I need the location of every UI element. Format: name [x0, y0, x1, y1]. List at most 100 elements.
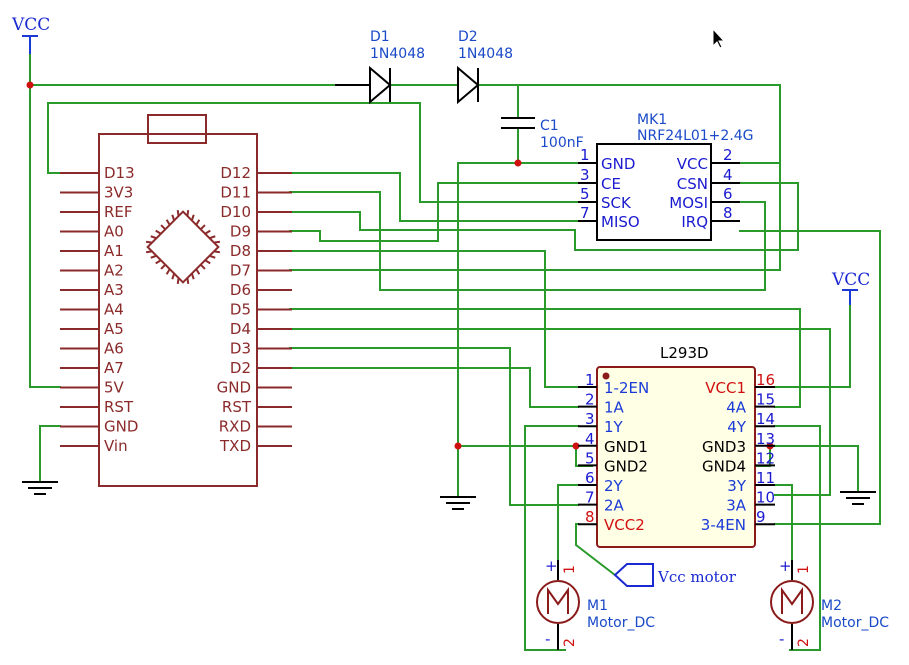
capacitor-c1: C1 100nF	[501, 117, 584, 151]
chip-pins	[145, 209, 221, 285]
l293d-pin-name-vcc1: VCC1	[705, 379, 746, 397]
mk1-pin-name-gnd: GND	[601, 155, 635, 173]
chip-pin	[213, 240, 221, 244]
arduino-pin-label-d3: D3	[230, 340, 251, 358]
l293d-pin-name-vcc2: VCC2	[604, 516, 645, 534]
arduino-pin-label-a4: A4	[104, 301, 124, 319]
d2-ref: D2	[458, 29, 478, 45]
d2-value: 1N4048	[458, 46, 513, 62]
l293d-pin-number: 12	[756, 449, 775, 467]
l293d-pin-name-gnd2: GND2	[604, 457, 648, 475]
vcc-motor-global-label: Vcc motor	[613, 563, 737, 587]
l293d-pin-name-gnd3: GND3	[702, 438, 746, 456]
l293d-pin-number: 11	[756, 469, 775, 487]
arduino-pin-label-a5: A5	[104, 320, 124, 338]
l293d-pin-number: 13	[756, 430, 775, 448]
d1-value: 1N4048	[370, 46, 425, 62]
chip-pin	[176, 209, 180, 217]
c1-ref: C1	[540, 118, 559, 134]
m1-ref: M1	[587, 598, 608, 614]
vcc-motor-label: Vcc motor	[657, 568, 737, 586]
arduino-pin-label-vin: Vin	[104, 437, 128, 455]
mk1-pin-number: 3	[580, 166, 590, 184]
mk1-ref: MK1	[637, 112, 667, 128]
ground-symbol-center	[440, 496, 476, 510]
mk1-pin-name-mosi: MOSI	[669, 194, 708, 212]
mk1-pin-name-irq: IRQ	[681, 213, 708, 231]
l293d-pin-name-2a: 2A	[604, 497, 625, 515]
mouse-cursor-icon	[712, 27, 726, 49]
arduino-pin-label-txd: TXD	[219, 437, 251, 455]
l293d-pin-number: 14	[756, 410, 775, 428]
mk1-pin-name-vcc: VCC	[677, 155, 708, 173]
l293d-pin-number: 16	[756, 371, 775, 389]
l293d-pin-name-3y: 3Y	[727, 477, 747, 495]
motor-m2: + - 1 2 M2 Motor_DC	[770, 557, 889, 650]
chip-pin	[199, 224, 206, 231]
c1-value: 100nF	[540, 135, 584, 151]
m2-ref: M2	[821, 598, 842, 614]
chip-pin	[204, 229, 211, 235]
l293d-pin-name-4a: 4A	[726, 399, 747, 417]
l293d-pin-number: 1	[585, 371, 595, 389]
chip-pin	[204, 259, 211, 265]
ground-symbol-right	[840, 491, 876, 505]
mk1-pin-name-csn: CSN	[677, 175, 708, 193]
pin1-marker	[602, 372, 610, 380]
chip-pin	[186, 209, 190, 217]
chip-pin	[213, 250, 221, 254]
arduino-pin-label-3v3: 3V3	[104, 184, 133, 202]
arduino-pin-label-gnd: GND	[104, 418, 138, 436]
mk1-pin-number: 6	[723, 185, 733, 203]
l293d-pin-name-4y: 4Y	[727, 418, 747, 436]
arduino-pin-label-a0: A0	[104, 223, 124, 241]
l293d-pin-number: 4	[585, 430, 595, 448]
mk1-pin-name-miso: MISO	[601, 213, 640, 231]
l293d-pin-name-gnd1: GND1	[604, 438, 648, 456]
diode-d2: D2 1N4048	[457, 29, 513, 105]
l293d-ref: L293D	[660, 344, 709, 362]
l293d-pin-name-3a: 3A	[726, 497, 747, 515]
mk1-value: NRF24L01+2.4G	[637, 128, 754, 144]
l293d-pin-name-1a: 1A	[604, 399, 625, 417]
arduino-pin-label-a7: A7	[104, 359, 124, 377]
mk1-pin-number: 1	[580, 146, 590, 164]
chip-pin	[150, 254, 157, 259]
chip-pin	[171, 214, 176, 221]
m2-pin1-label: 1	[796, 565, 812, 574]
arduino-pin-label-d9: D9	[230, 223, 251, 241]
mk1-pin-number: 8	[723, 204, 733, 222]
arduino-pin-label-d10: D10	[220, 203, 251, 221]
junction-dot	[572, 442, 580, 450]
l293d-pin-number: 2	[585, 391, 595, 409]
chip-pin	[165, 219, 171, 226]
l293d-pin-number: 7	[585, 489, 595, 507]
chip-pin	[160, 263, 167, 270]
m1-minus-label: -	[545, 630, 550, 648]
l293d-pin-name-3-4en: 3-4EN	[701, 516, 746, 534]
arduino-pin-label-d13: D13	[104, 164, 135, 182]
chip-pin	[209, 254, 216, 259]
l293d-pin-number: 5	[585, 449, 595, 467]
arduino-pin-label-d8: D8	[230, 242, 251, 260]
vcc-right-symbol: VCC	[831, 270, 870, 305]
chip-pin	[155, 259, 162, 265]
l293d-pin-number: 8	[585, 508, 595, 526]
m2-value: Motor_DC	[821, 615, 889, 631]
arduino-pin-label-d2: D2	[230, 359, 251, 377]
vcc-left-label: VCC	[11, 15, 50, 35]
l293d-pin-number: 3	[585, 410, 595, 428]
l293d-pin-number: 9	[756, 508, 766, 526]
chip-pin	[195, 219, 201, 226]
chip-pin	[145, 250, 153, 254]
arduino-pin-label-d5: D5	[230, 301, 251, 319]
l293d-pin-name-gnd4: GND4	[702, 457, 746, 475]
l293d-pin-number: 6	[585, 469, 595, 487]
chip-pin	[145, 240, 153, 244]
arduino-pin-label-rst: RST	[222, 398, 252, 416]
